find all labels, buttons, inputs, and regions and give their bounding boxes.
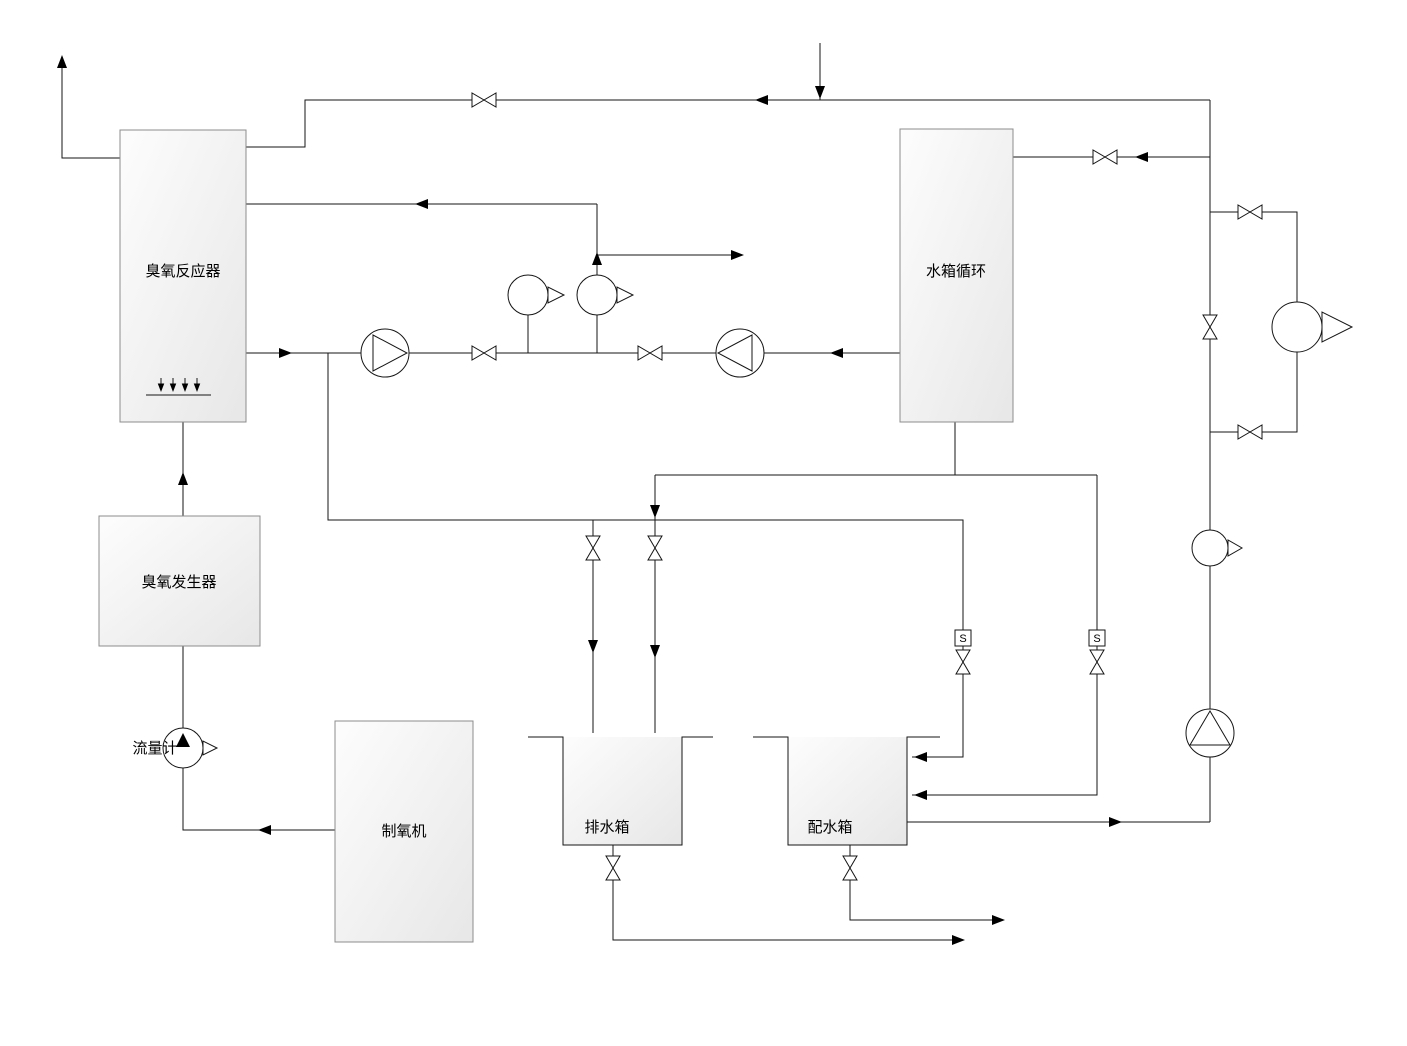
valve-drain-tank-outlet [605, 855, 621, 881]
solenoid-valve-1-label: S [959, 633, 966, 645]
flow-arrow [731, 250, 744, 260]
water-tank-circulation: 水箱循环 [899, 128, 1014, 423]
valve-drain-branch-left [585, 535, 601, 561]
flow-arrow [755, 95, 768, 105]
pump-circulation-2 [576, 274, 635, 316]
valve-dist-tank-outlet [842, 855, 858, 881]
pump-circulation-1 [507, 274, 566, 316]
flow-arrow [650, 505, 660, 518]
oxygen-generator-label: 制氧机 [381, 823, 426, 840]
valve-circulation-inlet [1092, 149, 1118, 165]
pipe-top-header [246, 99, 1210, 148]
drain-water-tank-label: 排水箱 [584, 819, 629, 836]
valve-reactor-loop-right [637, 345, 663, 361]
flow-arrow [279, 348, 292, 358]
flow-arrow [830, 348, 843, 358]
drain-water-tank-fill [563, 737, 682, 845]
distribution-water-tank-outline [753, 736, 940, 846]
valve-reactor-loop-left [471, 345, 497, 361]
valve-drain-branch-right [647, 535, 663, 561]
solenoid-valve-1: S [954, 629, 972, 675]
distribution-water-tank-fill [788, 737, 907, 845]
pipe-dist-feed-2 [912, 475, 1098, 796]
pump-reactor-loop-left [360, 328, 410, 378]
flow-meter-outlet-icon [202, 740, 219, 756]
flow-arrow [992, 915, 1005, 925]
flow-meter-label: 流量计 [132, 740, 177, 757]
diffuser-icon [146, 378, 211, 396]
pipe-dist-tank-outlet [849, 845, 1003, 921]
valve-riser-main [1202, 314, 1218, 340]
solenoid-valve-2: S [1088, 629, 1106, 675]
flow-arrow [650, 645, 660, 658]
flow-arrow [952, 935, 965, 945]
distribution-water-tank-label: 配水箱 [807, 819, 852, 836]
valve-bypass-upper [1237, 204, 1263, 220]
drain-water-tank-outline [528, 736, 713, 846]
oxygen-generator-body [334, 720, 474, 943]
distribution-water-tank: 配水箱 [753, 736, 940, 846]
flow-arrow [914, 790, 927, 800]
flow-arrow [1135, 152, 1148, 162]
flow-arrow [914, 752, 927, 762]
ozone-generator-body [98, 515, 261, 647]
water-tank-circulation-body [899, 128, 1014, 423]
flow-arrow [258, 825, 271, 835]
pipe-circulation-bottom [655, 422, 1097, 476]
flow-meter: 流量计 [132, 727, 219, 769]
ozone-reactor-body [119, 129, 247, 423]
valve-bypass-lower [1237, 424, 1263, 440]
flow-arrow [1109, 817, 1122, 827]
pump-riser-mid [1191, 529, 1244, 567]
flow-meter-direction-icon [176, 733, 190, 747]
solenoid-valve-2-label: S [1093, 633, 1100, 645]
ozone-generator-label: 臭氧发生器 [141, 574, 216, 591]
pipe-oxygen-supply [182, 646, 335, 831]
pipe-reactor-vent [61, 57, 120, 159]
flow-arrow [57, 55, 67, 68]
pipe-drain-tank-outlet [612, 845, 963, 941]
pump-riser-lower [1185, 708, 1235, 758]
drain-water-tank: 排水箱 [528, 736, 713, 846]
flow-arrow [815, 86, 825, 99]
pipe-dist-feed-1 [327, 353, 964, 758]
water-tank-circulation-label: 水箱循环 [926, 263, 986, 280]
flow-arrow [178, 472, 188, 485]
flow-arrow [588, 640, 598, 653]
valve-top-header [471, 92, 497, 108]
flow-arrow [592, 252, 602, 265]
pump-bypass [1271, 301, 1354, 353]
ozone-reactor-label: 臭氧反应器 [145, 262, 220, 280]
oxygen-generator: 制氧机 [334, 720, 474, 943]
flow-arrow [415, 199, 428, 209]
ozone-reactor: 臭氧反应器 [119, 129, 247, 423]
pump-reactor-loop-right [715, 328, 765, 378]
ozone-generator: 臭氧发生器 [98, 515, 261, 647]
